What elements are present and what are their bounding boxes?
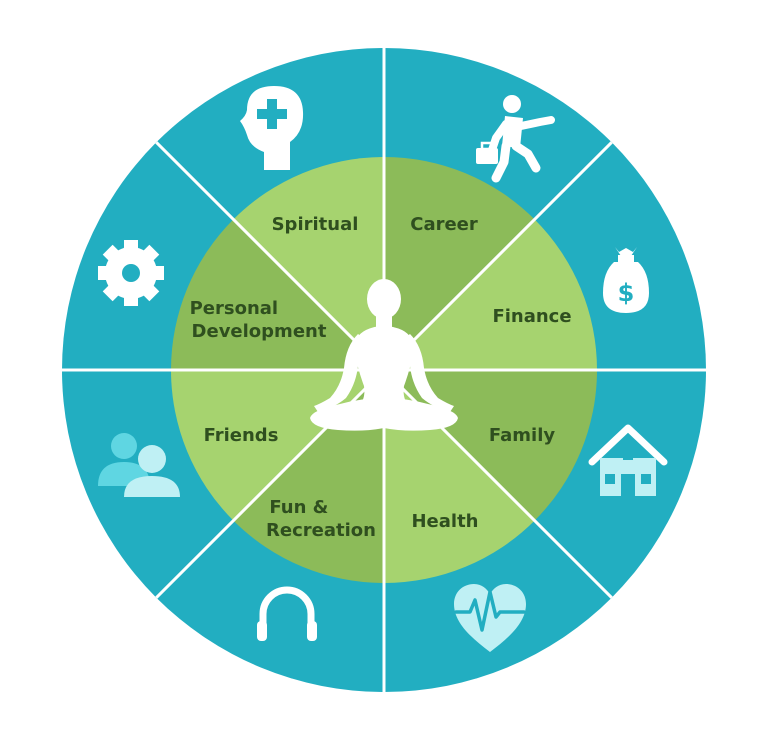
label-health: Health: [411, 511, 478, 532]
figure-left-arm: [314, 334, 366, 412]
label-personal-development-line-2: Development: [192, 321, 327, 342]
house-door: [621, 474, 635, 496]
label-health-line: Health: [411, 511, 478, 532]
heart-shape: [454, 584, 526, 652]
label-career: Career: [410, 214, 478, 235]
figure-torso: [354, 326, 414, 406]
house-window-right: [641, 474, 651, 484]
head-with-cross-icon: [240, 86, 304, 170]
label-spiritual: Spiritual: [272, 214, 359, 235]
people-icon: [98, 433, 180, 497]
headphones-right-cup: [307, 621, 317, 641]
gear-hole: [122, 264, 140, 282]
gear-icon: [98, 240, 164, 306]
label-career-line: Career: [410, 214, 478, 235]
headphones-left-cup: [257, 621, 267, 641]
label-spiritual-line: Spiritual: [272, 214, 359, 235]
runner-head: [503, 95, 521, 113]
dollar-sign: $: [618, 279, 635, 307]
house-roof: [588, 424, 668, 466]
money-bag-body: [603, 262, 649, 313]
cross-horizontal: [257, 109, 287, 119]
headphones-icon: [257, 586, 317, 641]
person-front-head: [138, 445, 166, 473]
money-bag-neck: [618, 255, 634, 263]
label-fun-recreation-line-1: Fun &: [269, 497, 328, 518]
briefcase: [476, 148, 498, 164]
headphones-band: [259, 586, 315, 639]
label-finance-line: Finance: [492, 306, 571, 327]
house-window-left: [605, 474, 615, 484]
person-front-body: [124, 476, 180, 497]
label-fun-recreation-line-2: Recreation: [266, 520, 376, 541]
label-friends: Friends: [204, 425, 279, 446]
label-fun-recreation: Fun & Recreation: [266, 497, 376, 541]
house-window-top: [623, 451, 633, 460]
label-personal-development: Personal Development: [190, 298, 327, 342]
runner-arm-back: [488, 120, 510, 154]
figure-legs: [310, 398, 458, 431]
figure-neck: [376, 315, 392, 329]
heartbeat-icon: [454, 584, 526, 652]
house-icon: [588, 424, 668, 496]
running-with-briefcase-icon: [476, 95, 555, 183]
label-finance: Finance: [492, 306, 571, 327]
meditation-figure-icon: [310, 279, 458, 431]
inner-sector-finance: [384, 219, 597, 370]
label-family: Family: [489, 425, 555, 446]
money-bag-tie: [615, 247, 637, 256]
person-back-head: [111, 433, 137, 459]
label-personal-development-line-1: Personal: [190, 298, 279, 319]
pulse-line: [454, 590, 526, 632]
runner-arm-front: [517, 116, 555, 130]
money-bag-icon: $: [603, 247, 649, 313]
label-family-line: Family: [489, 425, 555, 446]
runner-leg-back: [491, 141, 511, 183]
inner-sector-personal-development: [171, 219, 384, 370]
inner-sector-career: [384, 157, 535, 370]
inner-sector-spiritual: [233, 157, 384, 370]
figure-right-arm: [402, 334, 454, 412]
label-friends-line: Friends: [204, 425, 279, 446]
briefcase-handle: [480, 141, 494, 151]
segment-labels: Career Finance Family Health Fun & Recre…: [190, 214, 572, 541]
runner-leg-front: [511, 141, 541, 173]
figure-head: [367, 279, 401, 319]
